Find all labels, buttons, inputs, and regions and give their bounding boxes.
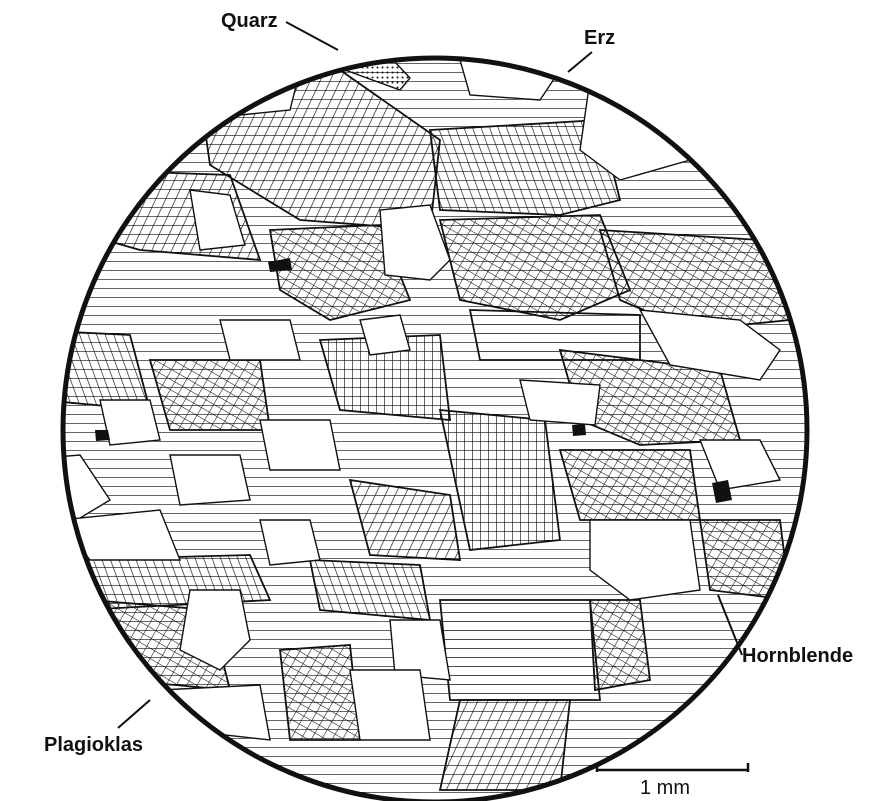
grain-hornblende bbox=[440, 600, 600, 700]
label-ore: Erz bbox=[568, 27, 615, 72]
grain-ore bbox=[572, 424, 586, 436]
label-plagioclase-text: Plagioklas bbox=[44, 734, 143, 756]
label-ore-text: Erz bbox=[584, 27, 615, 49]
grain-quartz bbox=[350, 670, 430, 740]
grain-quartz bbox=[260, 420, 340, 470]
grain-hornblende bbox=[30, 330, 150, 410]
scale-bar-label: 1 mm bbox=[640, 777, 690, 799]
grain-quartz bbox=[520, 380, 600, 425]
grain-hornblende bbox=[440, 700, 570, 790]
label-quartz-text: Quarz bbox=[221, 10, 278, 32]
grain-hornblende bbox=[310, 560, 430, 620]
grain-hornblende bbox=[280, 645, 360, 740]
grain-hornblende bbox=[470, 310, 640, 360]
grain-hornblende bbox=[150, 360, 270, 430]
grain-quartz bbox=[220, 320, 300, 360]
scale-bar: 1 mm bbox=[597, 763, 748, 799]
grain-ore bbox=[95, 430, 110, 441]
grain-quartz bbox=[170, 455, 250, 505]
grain-quartz bbox=[260, 520, 320, 565]
label-quartz: Quarz bbox=[221, 10, 338, 50]
label-plagioclase: Plagioklas bbox=[44, 700, 150, 756]
grain-hornblende bbox=[590, 600, 650, 690]
grain-hornblende bbox=[560, 450, 700, 520]
grain-ore bbox=[555, 62, 578, 78]
label-hornblende-text: Hornblende bbox=[742, 645, 853, 667]
grain-hornblende bbox=[700, 520, 790, 600]
